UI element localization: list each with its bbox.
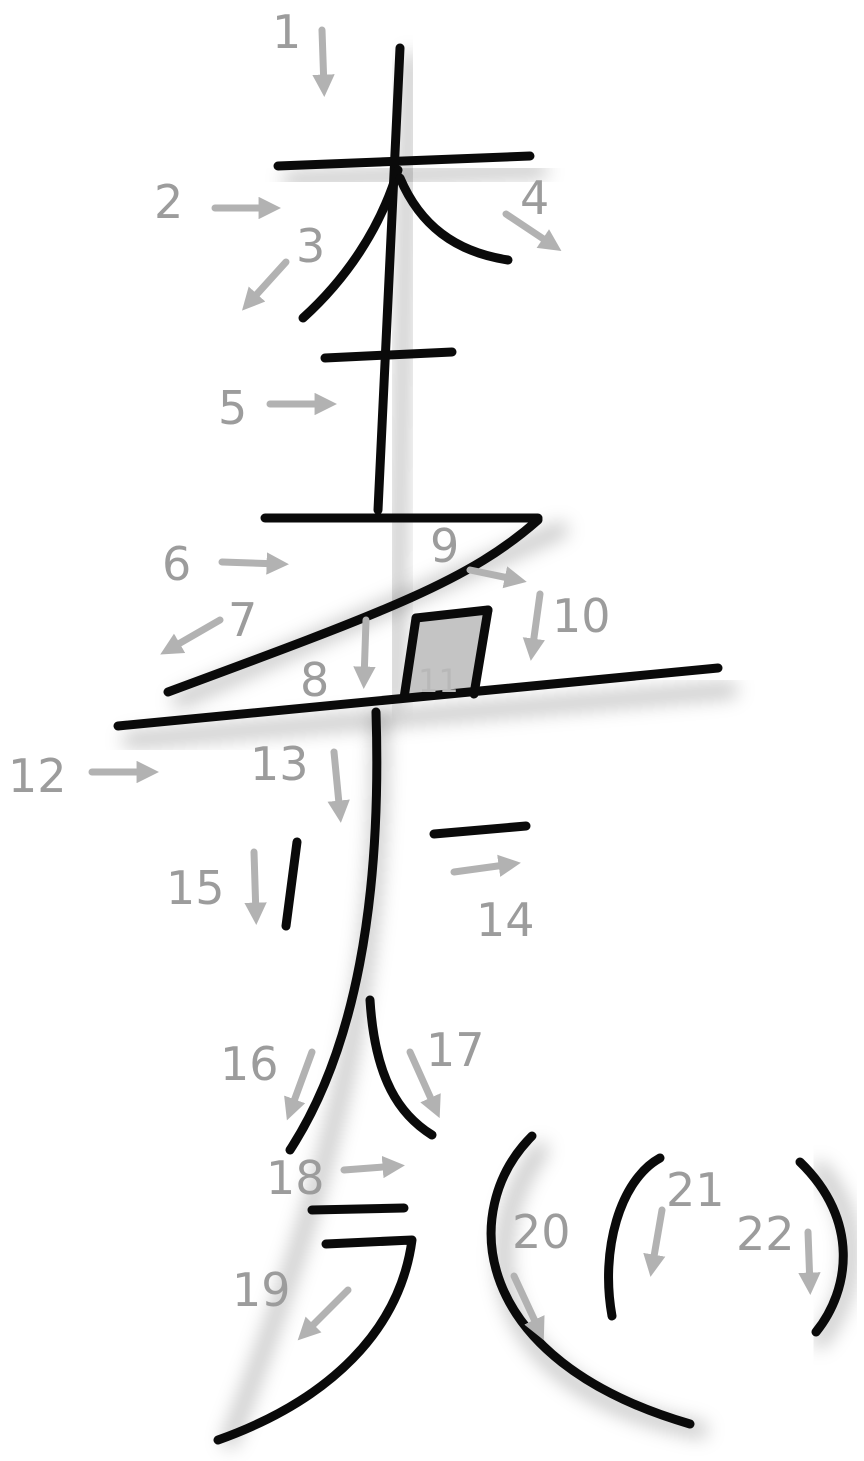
- stroke-14: [434, 826, 526, 834]
- arrow-1: [322, 30, 324, 88]
- character-strokes: [118, 48, 843, 1440]
- label-6: 6: [162, 537, 191, 591]
- arrow-22: [808, 1232, 810, 1286]
- arrow-8: [364, 620, 366, 680]
- label-17: 17: [426, 1023, 485, 1077]
- stroke-5: [325, 352, 452, 358]
- label-12: 12: [8, 749, 67, 803]
- arrow-18: [344, 1166, 396, 1170]
- arrow-9: [470, 570, 518, 580]
- label-13: 13: [250, 737, 309, 791]
- label-22: 22: [736, 1207, 795, 1261]
- label-21: 21: [666, 1163, 725, 1217]
- stroke-18a: [312, 1208, 404, 1210]
- label-8: 8: [300, 653, 329, 707]
- label-15: 15: [166, 861, 225, 915]
- label-18: 18: [266, 1151, 325, 1205]
- label-1: 1: [272, 5, 301, 59]
- arrow-7: [168, 620, 220, 650]
- label-19: 19: [232, 1263, 291, 1317]
- arrow-10: [532, 594, 540, 652]
- arrow-19: [304, 1290, 348, 1334]
- arrow-15: [254, 852, 256, 916]
- arrow-14: [454, 864, 512, 872]
- arrow-16: [290, 1052, 312, 1112]
- stroke-4: [400, 178, 508, 260]
- label-3: 3: [296, 219, 325, 273]
- label-11: 11: [418, 662, 459, 700]
- arrow-21: [652, 1210, 662, 1268]
- arrow-3: [248, 262, 286, 304]
- label-16: 16: [220, 1037, 279, 1091]
- label-20: 20: [512, 1205, 571, 1259]
- label-10: 10: [552, 589, 611, 643]
- stroke-13b: [370, 1000, 432, 1135]
- label-4: 4: [520, 171, 549, 225]
- label-14: 14: [476, 893, 535, 947]
- label-9: 9: [430, 519, 459, 573]
- arrow-6: [222, 562, 280, 564]
- label-5: 5: [218, 381, 247, 435]
- stroke-15: [286, 842, 297, 926]
- label-7: 7: [228, 593, 257, 647]
- arrow-13: [334, 752, 340, 814]
- label-2: 2: [154, 175, 183, 229]
- stroke-21: [609, 1158, 660, 1316]
